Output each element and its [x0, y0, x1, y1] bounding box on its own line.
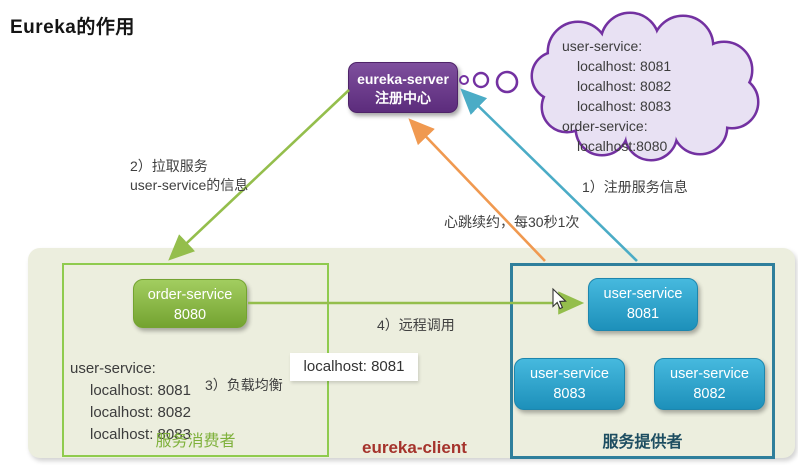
node-name: order-service — [147, 287, 233, 303]
server-name: eureka-server — [357, 71, 449, 87]
label-load-balance: 3）负载均衡 — [205, 377, 283, 393]
consumer-registry-list: user-service: localhost: 8081 localhost:… — [70, 360, 191, 443]
registry-cloud-text: user-service: localhost: 8081 localhost:… — [562, 36, 671, 156]
user-service-8082-node: user-service 8082 — [654, 358, 765, 410]
label-register-service: 1）注册服务信息 — [582, 179, 688, 195]
user-service-8083-node: user-service 8083 — [514, 358, 625, 410]
provider-group-box: 服务提供者 — [510, 263, 775, 459]
page-title: Eureka的作用 — [10, 17, 135, 38]
consumer-group-box: user-service: localhost: 8081 localhost:… — [62, 263, 329, 457]
user-service-8081-node: user-service 8081 — [588, 278, 698, 331]
thought-bubbles-icon — [459, 70, 519, 94]
node-port: 8082 — [693, 386, 726, 402]
cloud-line: user-service: — [562, 38, 643, 54]
label-heartbeat: 心跳续约，每30秒1次 — [444, 214, 580, 230]
order-service-node: order-service 8080 — [133, 279, 247, 328]
cloud-line: order-service: — [562, 118, 648, 134]
cloud-line: localhost: 8083 — [577, 98, 672, 114]
localhost-result-tag: localhost: 8081 — [290, 353, 418, 381]
node-port: 8080 — [173, 307, 207, 323]
provider-caption: 服务提供者 — [602, 434, 683, 451]
label-pull-service: 2）拉取服务 user-service的信息 — [130, 158, 249, 193]
arrow-heartbeat — [408, 118, 546, 262]
cloud-line: localhost: 8081 — [577, 58, 672, 74]
eureka-client-label: eureka-client — [362, 438, 467, 457]
node-port: 8081 — [626, 306, 660, 322]
server-subtitle: 注册中心 — [375, 90, 431, 106]
label-remote-call: 4）远程调用 — [377, 317, 455, 333]
cloud-line: localhost: 8082 — [577, 78, 672, 94]
eureka-server-node: eureka-server 注册中心 — [348, 62, 458, 113]
node-port: 8083 — [553, 386, 586, 402]
node-name: user-service — [530, 366, 609, 382]
cloud-line: localhost:8080 — [577, 138, 668, 154]
node-name: user-service — [603, 286, 683, 302]
consumer-caption: 服务消费者 — [155, 433, 236, 450]
node-name: user-service — [670, 366, 749, 382]
